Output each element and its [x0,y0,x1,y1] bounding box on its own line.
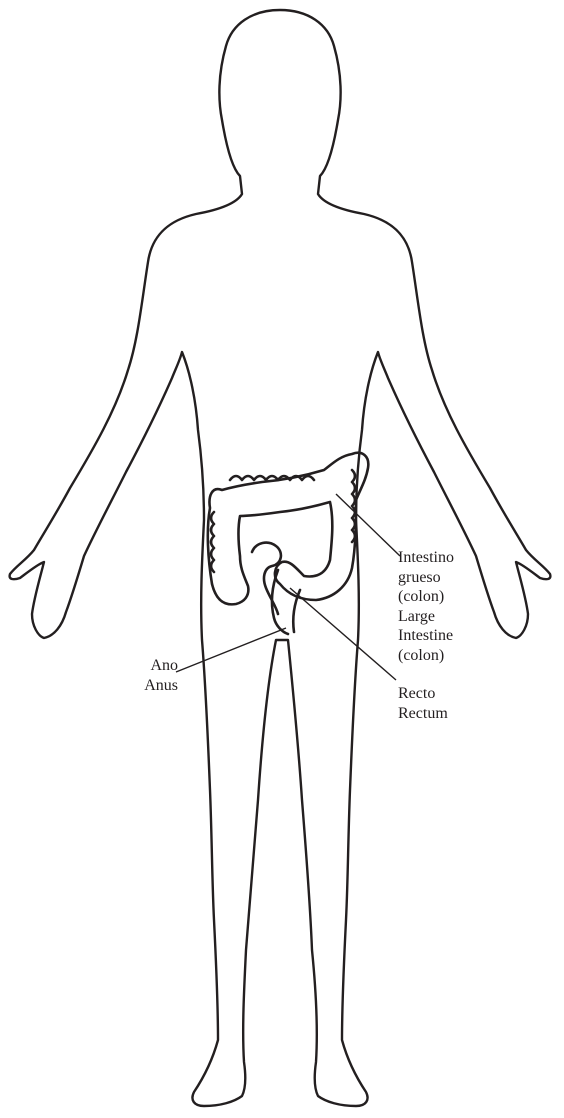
rectum-shape [272,570,300,634]
rectum-label-es: Recto [398,684,448,704]
rectum-label: Recto Rectum [398,684,448,723]
colon-label-en-line3: (colon) [398,646,454,666]
large-intestine-shape [208,453,368,605]
anus-label-en: Anus [128,676,178,696]
colon-leader-line [336,494,400,556]
colon-label-es-line3: (colon) [398,587,454,607]
rectum-leader-line [290,588,396,680]
colon-label: Intestino grueso (colon) Large Intestine… [398,548,454,665]
colon-label-es-line1: Intestino [398,548,454,568]
colon-label-es-line2: grueso [398,568,454,588]
anus-label-es: Ano [128,656,178,676]
colon-label-en-line1: Large [398,607,454,627]
colon-label-en-line2: Intestine [398,626,454,646]
anus-label: Ano Anus [128,656,178,695]
rectum-label-en: Rectum [398,704,448,724]
anus-leader-line [176,628,286,672]
